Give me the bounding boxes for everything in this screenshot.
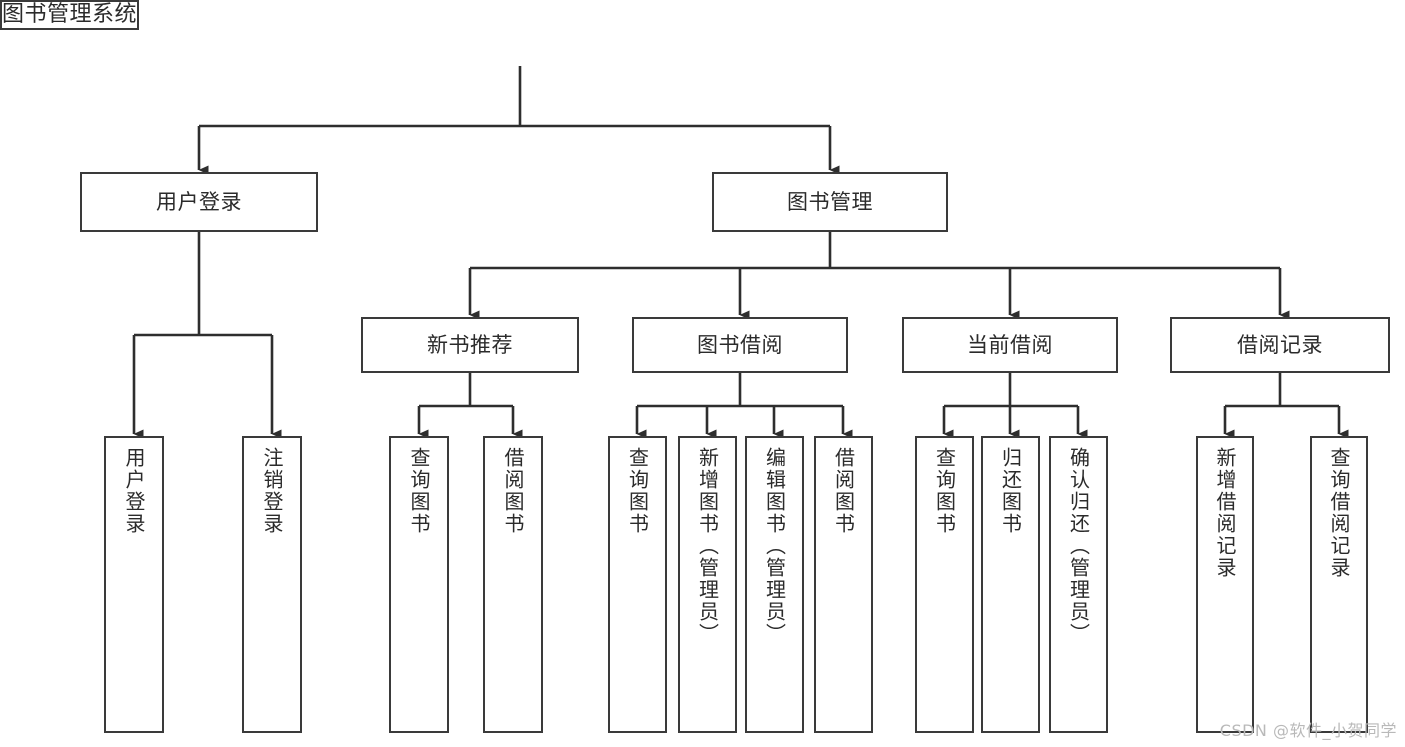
node-level3-current-borrow[interactable]: 当前借阅 (902, 317, 1118, 373)
node-leaf-add-book-admin-label: 新增图书（管理员） (695, 447, 720, 645)
node-root-label: 图书管理系统 (2, 2, 138, 27)
node-leaf-return-book-label: 归还图书 (998, 447, 1023, 535)
node-leaf-query-book-current-label: 查询图书 (932, 447, 957, 535)
node-level3-new-book-recommend[interactable]: 新书推荐 (361, 317, 579, 373)
node-level2-book-management-label: 图书管理 (787, 189, 873, 214)
node-level3-current-borrow-label: 当前借阅 (967, 332, 1053, 357)
node-level2-user-login-label: 用户登录 (156, 189, 242, 214)
node-leaf-edit-book-admin-label: 编辑图书（管理员） (762, 447, 787, 645)
node-leaf-user-login[interactable]: 用户登录 (104, 436, 164, 733)
node-root[interactable]: 图书管理系统 (0, 0, 140, 30)
node-leaf-query-book-rec[interactable]: 查询图书 (389, 436, 449, 733)
node-level2-user-login[interactable]: 用户登录 (80, 172, 318, 232)
node-level3-book-borrow-label: 图书借阅 (697, 332, 783, 357)
node-leaf-query-book-borrow[interactable]: 查询图书 (608, 436, 667, 733)
node-leaf-return-book[interactable]: 归还图书 (981, 436, 1040, 733)
node-leaf-query-book-rec-label: 查询图书 (407, 447, 431, 535)
node-leaf-logout[interactable]: 注销登录 (242, 436, 302, 733)
node-leaf-query-borrow-record[interactable]: 查询借阅记录 (1310, 436, 1368, 733)
node-leaf-borrow-book-rec[interactable]: 借阅图书 (483, 436, 543, 733)
node-leaf-add-borrow-record-label: 新增借阅记录 (1213, 447, 1237, 579)
node-leaf-user-login-label: 用户登录 (122, 447, 146, 535)
node-leaf-confirm-return-admin-label: 确认归还（管理员） (1066, 447, 1091, 645)
node-leaf-logout-label: 注销登录 (260, 447, 284, 535)
node-level3-borrow-record-label: 借阅记录 (1237, 332, 1323, 357)
node-leaf-add-book-admin[interactable]: 新增图书（管理员） (678, 436, 737, 733)
node-leaf-query-book-borrow-label: 查询图书 (625, 447, 650, 535)
node-leaf-borrow-book[interactable]: 借阅图书 (814, 436, 873, 733)
node-leaf-query-book-current[interactable]: 查询图书 (915, 436, 974, 733)
node-level2-book-management[interactable]: 图书管理 (712, 172, 948, 232)
node-level3-borrow-record[interactable]: 借阅记录 (1170, 317, 1390, 373)
node-leaf-borrow-book-rec-label: 借阅图书 (501, 447, 525, 535)
node-leaf-query-borrow-record-label: 查询借阅记录 (1327, 447, 1351, 579)
node-leaf-borrow-book-label: 借阅图书 (831, 447, 856, 535)
node-level3-new-book-recommend-label: 新书推荐 (427, 332, 513, 357)
node-leaf-add-borrow-record[interactable]: 新增借阅记录 (1196, 436, 1254, 733)
node-leaf-confirm-return-admin[interactable]: 确认归还（管理员） (1049, 436, 1108, 733)
node-leaf-edit-book-admin[interactable]: 编辑图书（管理员） (745, 436, 804, 733)
csdn-watermark: CSDN @软件_小贺同学 (1219, 721, 1397, 740)
node-level3-book-borrow[interactable]: 图书借阅 (632, 317, 848, 373)
